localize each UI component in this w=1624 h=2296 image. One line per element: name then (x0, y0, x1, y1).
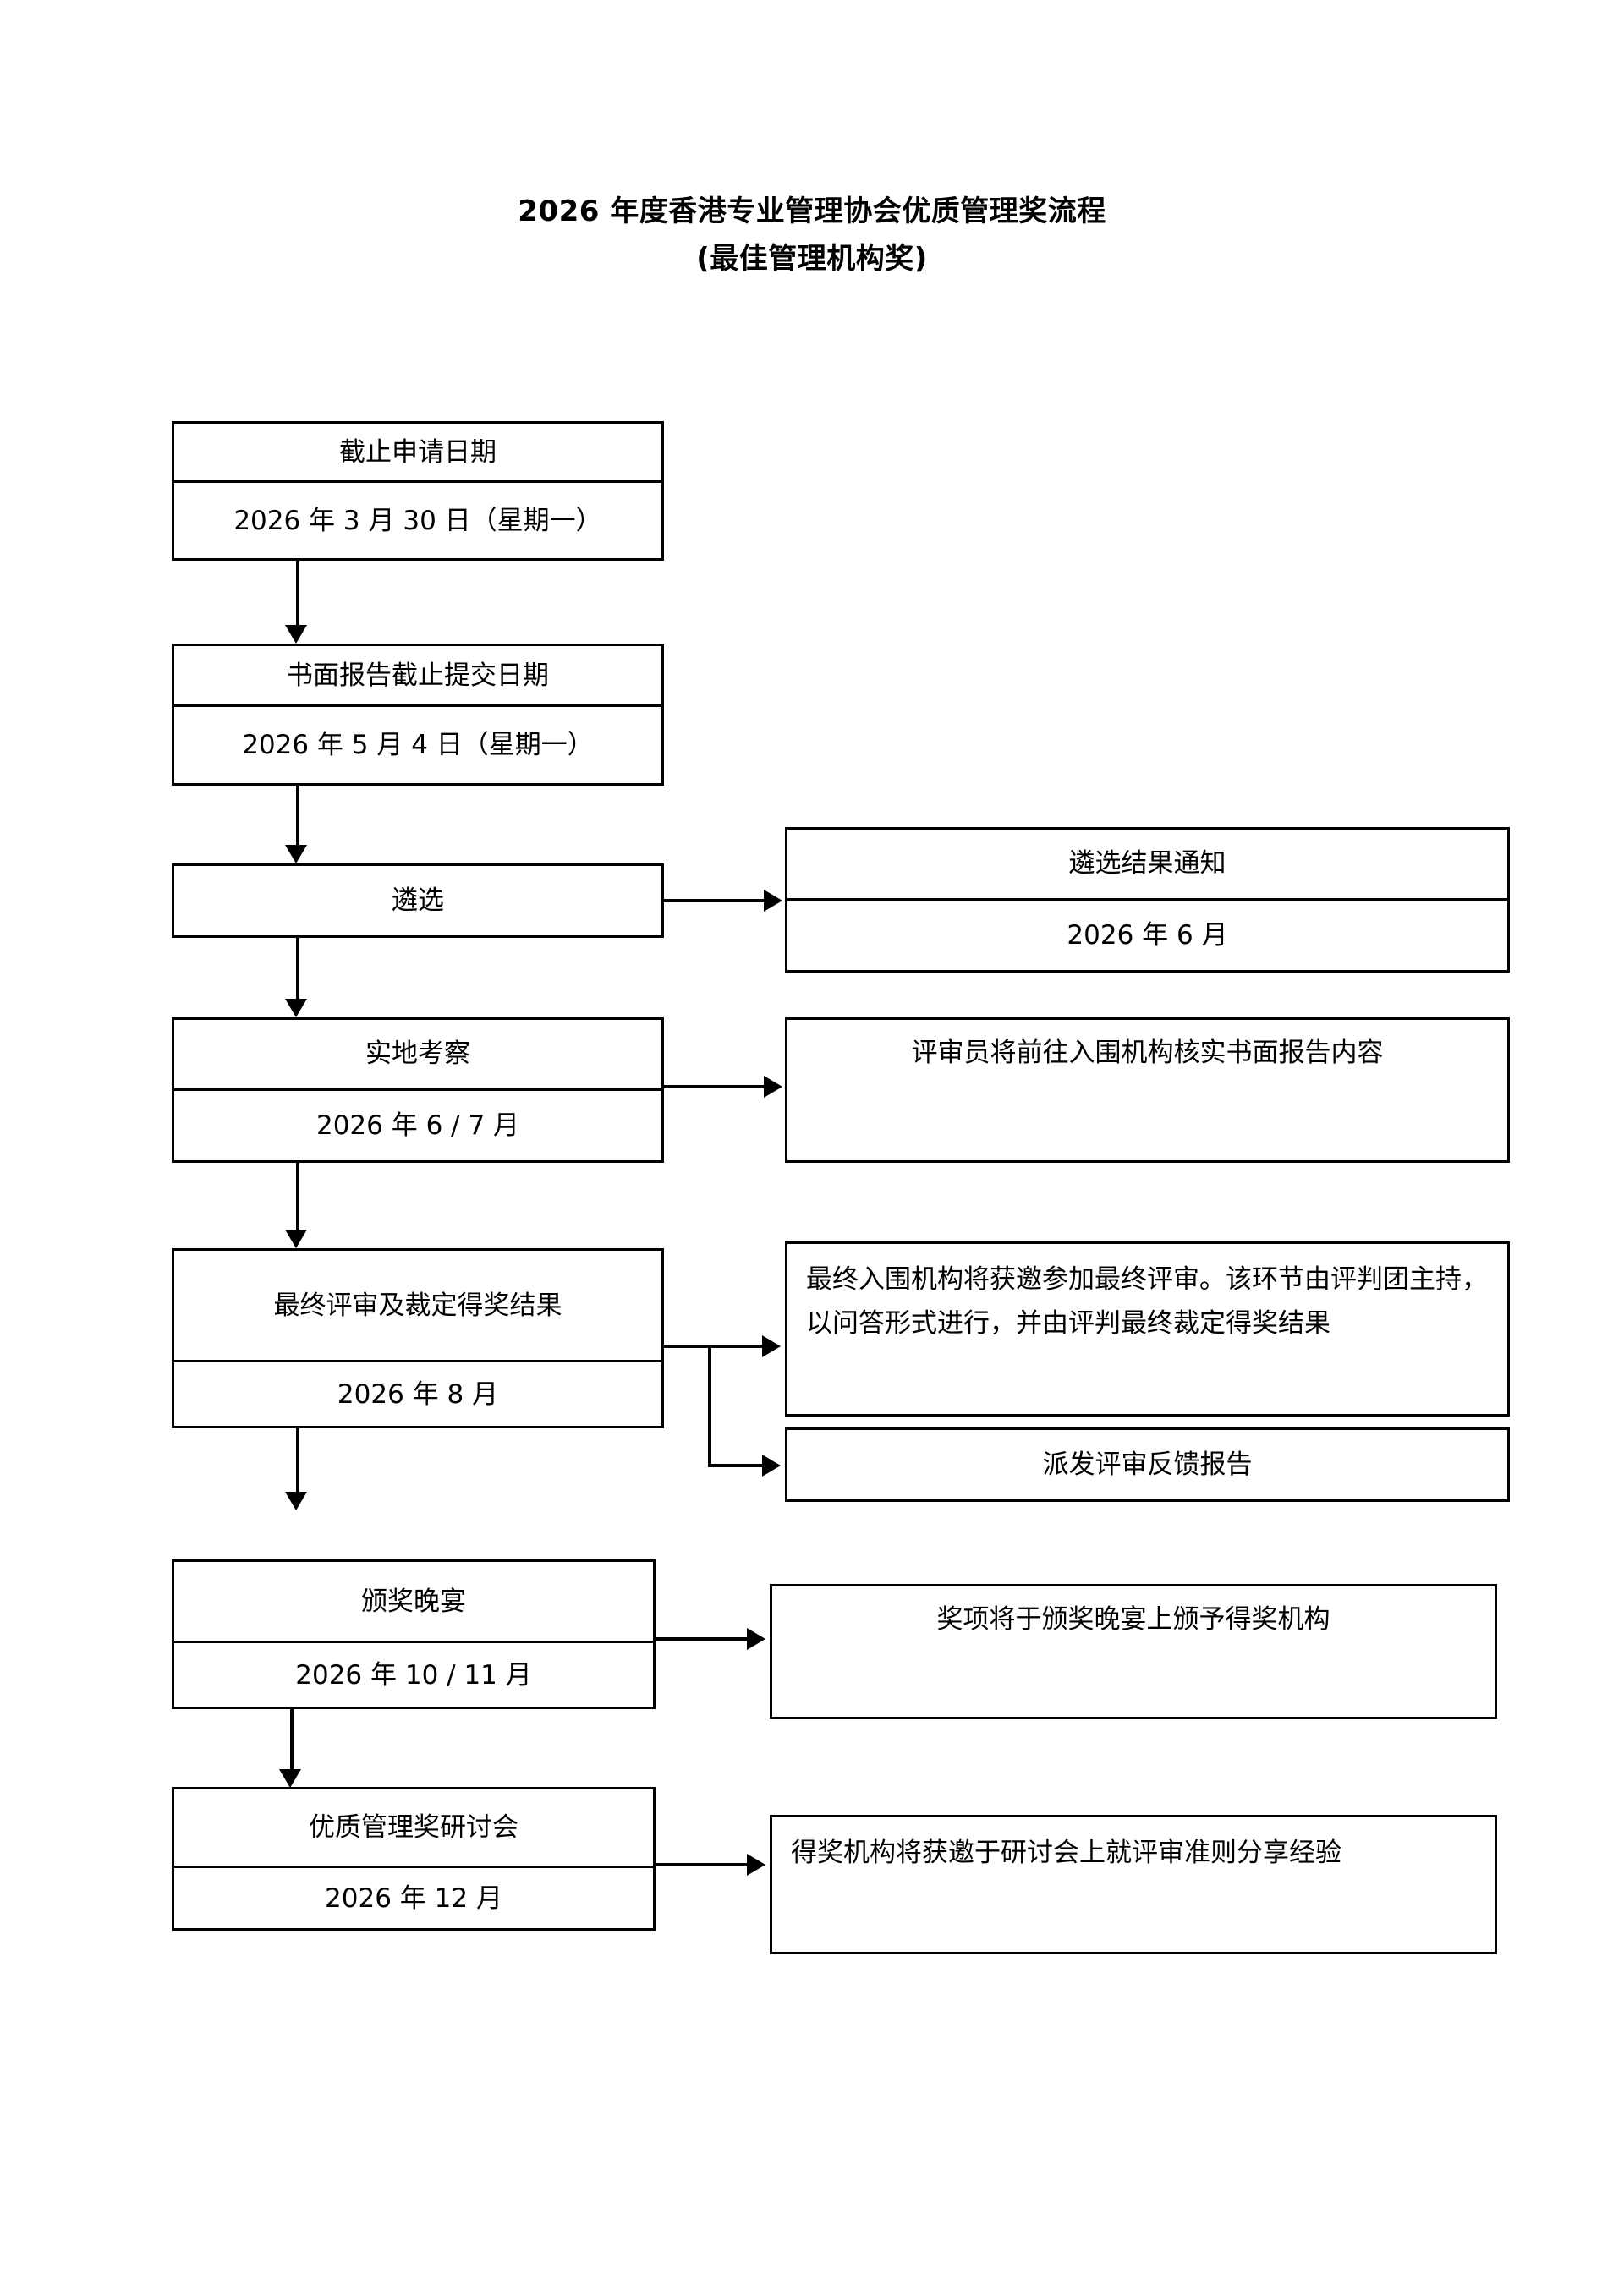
connector-line-final-assessment-branch-drop (708, 1345, 711, 1467)
node-final-assessment[interactable]: 最终评审及裁定得奖结果 2026 年 8 月 (172, 1248, 664, 1428)
arrow-right-icon-final-assessment-outcome-secondary (762, 1455, 781, 1477)
node-shortlist-result-notice[interactable]: 遴选结果通知 2026 年 6 月 (785, 827, 1510, 973)
connector-line-shortlisting-outcome (664, 899, 766, 902)
node-heading: 遴选 (392, 885, 444, 916)
node-heading: 书面报告截止提交日期 (287, 660, 549, 691)
node-final-assessment-note[interactable]: 最终入围机构将获邀参加最终评审。该环节由评判团主持，以问答形式进行，并由评判最终… (785, 1241, 1510, 1417)
arrow-down-icon-step5-step6 (285, 1492, 307, 1510)
arrow-right-icon-final-assessment-outcome-primary (762, 1335, 781, 1357)
node-date: 2026 年 5 月 4 日（星期一） (174, 704, 661, 783)
node-written-report-deadline[interactable]: 书面报告截止提交日期 2026 年 5 月 4 日（星期一） (172, 644, 664, 786)
node-award-dinner-note[interactable]: 奖项将于颁奖晚宴上颁予得奖机构 (770, 1584, 1497, 1719)
node-award-dinner[interactable]: 颁奖晚宴 2026 年 10 / 11 月 (172, 1559, 656, 1709)
node-date: 2026 年 6 月 (787, 897, 1507, 970)
arrow-right-icon-shortlisting-outcome (764, 890, 782, 912)
node-quality-award-seminar[interactable]: 优质管理奖研讨会 2026 年 12 月 (172, 1787, 656, 1931)
connector-line-site-visit-outcome (664, 1085, 766, 1088)
connector-line-seminar-outcome (656, 1863, 749, 1866)
node-date: 2026 年 12 月 (174, 1866, 653, 1928)
node-heading: 最终评审及裁定得奖结果 (273, 1290, 562, 1321)
node-heading: 实地考察 (365, 1038, 470, 1070)
node-site-visit[interactable]: 实地考察 2026 年 6 / 7 月 (172, 1017, 664, 1163)
node-heading: 评审员将前往入围机构核实书面报告内容 (911, 1038, 1384, 1068)
arrow-down-icon-step3-step4 (285, 999, 307, 1017)
connector-line-step1-step2 (296, 561, 299, 633)
node-feedback-report[interactable]: 派发评审反馈报告 (785, 1427, 1510, 1502)
node-heading: 遴选结果通知 (1068, 848, 1226, 879)
page-title: 2026 年度香港专业管理协会优质管理奖流程 (最佳管理机构奖) (0, 188, 1624, 282)
arrow-down-icon-step4-step5 (285, 1230, 307, 1248)
connector-line-step5-step6 (296, 1428, 299, 1494)
page-title-line-1: 2026 年度香港专业管理协会优质管理奖流程 (518, 195, 1106, 228)
node-heading: 最终入围机构将获邀参加最终评审。该环节由评判团主持，以问答形式进行，并由评判最终… (806, 1264, 1488, 1339)
connector-line-step4-step5 (296, 1163, 299, 1232)
arrow-down-icon-step1-step2 (285, 625, 307, 644)
page-title-line-2: (最佳管理机构奖) (696, 242, 928, 276)
node-shortlisting[interactable]: 遴选 (172, 863, 664, 938)
node-date: 2026 年 8 月 (174, 1360, 661, 1426)
node-date: 2026 年 10 / 11 月 (174, 1641, 653, 1707)
arrow-down-icon-step2-step3 (285, 845, 307, 863)
node-heading: 颁奖晚宴 (361, 1586, 466, 1617)
arrow-right-icon-seminar-outcome (747, 1854, 765, 1876)
connector-line-step3-step4 (296, 938, 299, 1001)
node-heading: 截止申请日期 (339, 436, 497, 468)
connector-line-step6-step7 (290, 1709, 294, 1772)
node-date: 2026 年 3 月 30 日（星期一） (174, 480, 661, 558)
node-heading: 奖项将于颁奖晚宴上颁予得奖机构 (936, 1604, 1330, 1635)
node-heading: 派发评审反馈报告 (1042, 1449, 1253, 1480)
node-heading: 优质管理奖研讨会 (309, 1812, 518, 1843)
arrow-down-icon-step6-step7 (279, 1769, 301, 1788)
node-heading: 得奖机构将获邀于研讨会上就评审准则分享经验 (791, 1838, 1341, 1868)
connector-line-step2-step3 (296, 786, 299, 845)
node-application-deadline[interactable]: 截止申请日期 2026 年 3 月 30 日（星期一） (172, 421, 664, 561)
arrow-right-icon-award-dinner-outcome (747, 1628, 765, 1650)
connector-line-award-dinner-outcome (656, 1637, 749, 1641)
node-site-visit-note[interactable]: 评审员将前往入围机构核实书面报告内容 (785, 1017, 1510, 1163)
node-seminar-note[interactable]: 得奖机构将获邀于研讨会上就评审准则分享经验 (770, 1815, 1497, 1954)
connector-line-final-assessment-outcome-secondary (708, 1464, 764, 1467)
connector-line-final-assessment-outcome-primary (664, 1345, 764, 1348)
node-date: 2026 年 6 / 7 月 (174, 1088, 661, 1160)
arrow-right-icon-site-visit-outcome (764, 1076, 782, 1098)
